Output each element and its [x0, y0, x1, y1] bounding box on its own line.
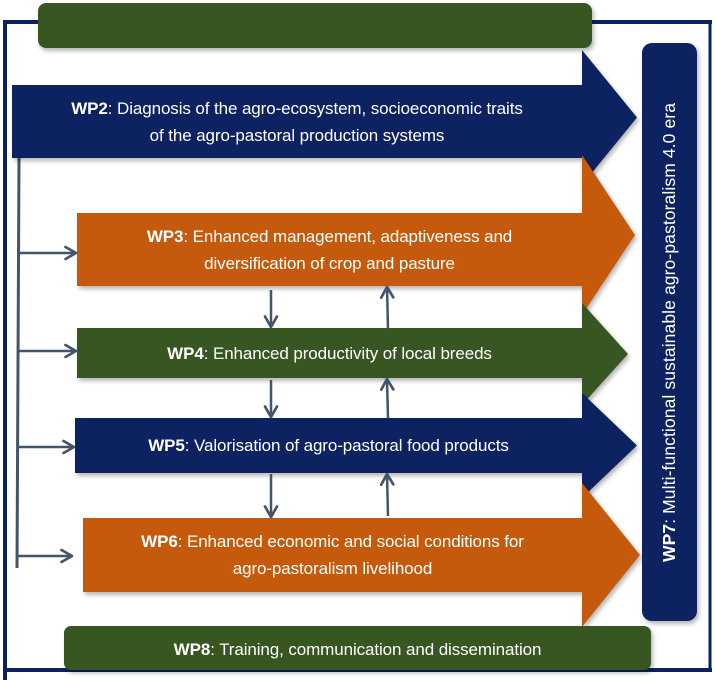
wp5-label: WP5: Valorisation of agro-pastoral food … [75, 418, 582, 473]
wp5-code: WP5 [148, 436, 185, 455]
wp4-label: WP4: Enhanced productivity of local bree… [77, 328, 582, 378]
wp8-code: WP8 [173, 639, 211, 659]
wp7-code: WP7 [659, 523, 680, 562]
wp8-line-1: WP8: Training, communication and dissemi… [174, 636, 542, 663]
wp8-label: WP8: Training, communication and dissemi… [64, 626, 651, 672]
wp3-code: WP3 [146, 226, 184, 246]
wp6-line-1: WP6: Enhanced economic and social condit… [141, 528, 524, 555]
wp6-line-1-text: : Enhanced economic and social condition… [177, 532, 524, 551]
up-arrow-wp6-to-wp5 [379, 472, 395, 517]
wp3-line-1-text: : Enhanced management, adaptiveness and [183, 226, 513, 246]
wp7-rotated-text: WP7: Multi-functional sustainable agro-p… [659, 102, 680, 561]
wp2-line-2: of the agro-pastoral production systems [149, 125, 445, 145]
wp4-code: WP4 [167, 343, 204, 363]
wp4-line-1: WP4: Enhanced productivity of local bree… [167, 340, 492, 367]
up-arrow-wp5-to-wp4 [379, 377, 395, 419]
wp4-block-arrow [77, 303, 628, 405]
connectors [18, 245, 395, 564]
up-arrow-wp4-to-wp3 [379, 285, 395, 330]
wp3-line-2: diversification of crop and pasture [204, 253, 455, 273]
wp-arrows [12, 50, 640, 627]
wp3-label: WP3: Enhanced management, adaptiveness a… [77, 213, 582, 286]
wp5-block-arrow [75, 393, 637, 498]
wp2-block-arrow [12, 50, 637, 185]
wp4-line-1-text: : Enhanced productivity of local breeds [203, 343, 492, 363]
wp6-code: WP6 [141, 532, 178, 551]
wp6-label: WP6: Enhanced economic and social condit… [83, 518, 582, 592]
top-green-bar [38, 3, 592, 48]
wp7-label: WP7: Multi-functional sustainable agro-p… [642, 43, 697, 621]
left-feeder-line [15, 157, 21, 569]
wp2-code: WP2 [71, 98, 108, 118]
wp2-label: WP2: Diagnosis of the agro-ecosystem, so… [12, 85, 582, 158]
wp3-line-1: WP3: Enhanced management, adaptiveness a… [147, 223, 512, 250]
wp8-box [64, 626, 651, 670]
wp6-line-2: agro-pastoralism livelihood [232, 559, 433, 578]
wp2-line-1-text: : Diagnosis of the agro-ecosystem, socio… [107, 98, 523, 118]
wp7-text: : Multi-functional sustainable agro-past… [659, 102, 680, 524]
wp3-block-arrow [77, 155, 635, 315]
wp8-text: : Training, communication and disseminat… [210, 639, 542, 659]
wp5-line-1: WP5: Valorisation of agro-pastoral food … [148, 432, 509, 459]
wp2-line-1: WP2: Diagnosis of the agro-ecosystem, so… [71, 95, 523, 122]
wp6-block-arrow [83, 483, 640, 627]
wp7-box [642, 43, 697, 621]
wp5-line-1-text: : Valorisation of agro-pastoral food pro… [184, 436, 509, 455]
